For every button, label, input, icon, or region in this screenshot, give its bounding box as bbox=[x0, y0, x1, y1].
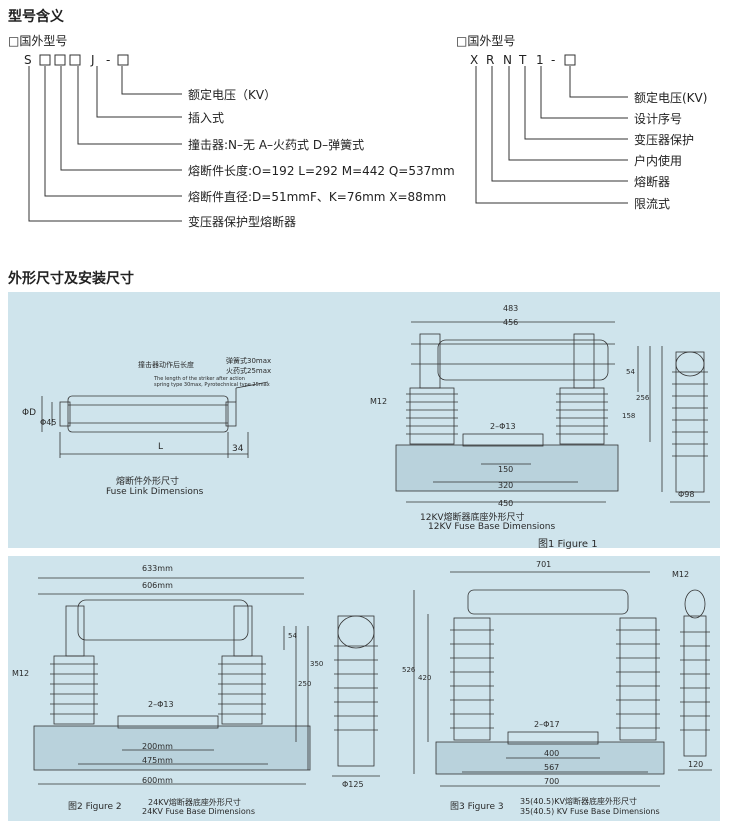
right-code-R: R bbox=[486, 53, 496, 67]
left-item-length: 熔断件长度:O=192 L=292 M=442 Q=537mm bbox=[188, 164, 455, 178]
dim-phi-D: ΦD bbox=[22, 408, 37, 418]
fuse-link-caption-en: Fuse Link Dimensions bbox=[106, 487, 204, 497]
dim-600mm: 600mm bbox=[142, 776, 173, 785]
dim-256: 256 bbox=[636, 394, 650, 402]
dim-200mm: 200mm bbox=[142, 742, 173, 751]
figure1-label: 图1 Figure 1 bbox=[538, 539, 598, 550]
striker-note-en1: The length of the striker after action bbox=[154, 376, 245, 382]
bolt-m12-fig2: M12 bbox=[12, 669, 30, 678]
figure1-panel: 撞击器动作后长度 弹簧式30max 火药式25max The length of… bbox=[8, 292, 720, 550]
base35-caption-en: 35(40.5) KV Fuse Base Dimensions bbox=[520, 807, 660, 816]
dim-phi-45: Φ45 bbox=[40, 418, 57, 427]
dim-150: 150 bbox=[498, 465, 514, 474]
right-item-transformer: 变压器保护 bbox=[634, 133, 695, 147]
model-code-diagram bbox=[28, 54, 628, 222]
base24-caption-cn: 24KV熔断器底座外形尺寸 bbox=[148, 798, 241, 807]
left-item-voltage: 额定电压（KV） bbox=[188, 88, 277, 102]
striker-note-cn: 撞击器动作后长度 bbox=[138, 361, 194, 369]
dimensions-title: 外形尺寸及安装尺寸 bbox=[8, 271, 134, 287]
right-item-voltage: 额定电压(KV) bbox=[634, 91, 708, 105]
bolt-m12-fig3: M12 bbox=[672, 570, 690, 579]
left-code-dash: - bbox=[106, 53, 112, 67]
base12-caption-cn: 12KV熔断器底座外形尺寸 bbox=[420, 513, 525, 523]
dim-633mm: 633mm bbox=[142, 564, 173, 573]
dim-483: 483 bbox=[503, 304, 519, 313]
striker-powder-cn: 火药式25max bbox=[226, 367, 272, 375]
dim-L: L bbox=[158, 442, 164, 452]
right-item-design: 设计序号 bbox=[634, 112, 683, 126]
right-item-fuse: 熔断器 bbox=[634, 175, 671, 189]
left-item-diameter: 熔断件直径:D=51mmF、K=76mm X=88mm bbox=[188, 190, 447, 204]
dim-34: 34 bbox=[232, 444, 244, 454]
holes-fig2: 2–Φ13 bbox=[148, 700, 174, 709]
left-code-J: J bbox=[91, 53, 96, 67]
fuse-link-caption-cn: 熔断件外形尺寸 bbox=[116, 477, 180, 487]
right-code-dash: - bbox=[551, 53, 557, 67]
base12-caption-en: 12KV Fuse Base Dimensions bbox=[428, 522, 556, 532]
dim-526: 526 bbox=[402, 666, 416, 674]
base35-caption-cn: 35(40.5)KV熔断器底座外形尺寸 bbox=[520, 797, 637, 806]
bolt-m12-fig1: M12 bbox=[370, 397, 388, 406]
left-model-heading: □国外型号 bbox=[8, 34, 68, 48]
dim-567: 567 bbox=[544, 763, 560, 772]
dim-120: 120 bbox=[688, 760, 704, 769]
striker-spring-cn: 弹簧式30max bbox=[226, 357, 272, 365]
right-item-current-limiting: 限流式 bbox=[634, 197, 671, 211]
dim-250: 250 bbox=[298, 680, 312, 688]
dim-475mm: 475mm bbox=[142, 756, 173, 765]
left-item-plugin: 插入式 bbox=[188, 111, 225, 125]
left-item-type: 变压器保护型熔断器 bbox=[188, 215, 297, 229]
holes-fig3: 2–Φ17 bbox=[534, 720, 560, 729]
dim-450: 450 bbox=[498, 499, 514, 508]
figure2-label: 图2 Figure 2 bbox=[68, 802, 122, 812]
base24-caption-en: 24KV Fuse Base Dimensions bbox=[142, 807, 256, 816]
dim-54-fig1: 54 bbox=[626, 368, 635, 376]
figure3-label: 图3 Figure 3 bbox=[450, 802, 504, 812]
dim-606mm: 606mm bbox=[142, 581, 173, 590]
dim-350: 350 bbox=[310, 660, 324, 668]
dim-320: 320 bbox=[498, 481, 514, 490]
right-code-T: T bbox=[519, 53, 528, 67]
figure23-drawing bbox=[33, 571, 712, 787]
model-meaning-title: 型号含义 bbox=[8, 9, 64, 25]
dim-400: 400 bbox=[544, 749, 560, 758]
striker-note-en2: spring type 30max, Pyrotechnical type 25… bbox=[154, 382, 270, 388]
holes-fig1: 2–Φ13 bbox=[490, 422, 516, 431]
left-code-S: S bbox=[24, 53, 33, 67]
dim-420: 420 bbox=[418, 674, 432, 682]
right-model-heading: □国外型号 bbox=[456, 34, 516, 48]
right-code-N: N bbox=[503, 53, 513, 67]
figure23-panel: 633mm 606mm M12 2–Φ13 200mm 475mm 600mm … bbox=[8, 556, 720, 821]
dim-456: 456 bbox=[503, 318, 519, 327]
dim-700: 700 bbox=[544, 777, 560, 786]
dim-158: 158 bbox=[622, 412, 636, 420]
right-code-1: 1 bbox=[536, 53, 545, 67]
figure1-drawing bbox=[41, 321, 710, 503]
left-item-striker: 撞击器:N–无 A–火药式 D–弹簧式 bbox=[188, 138, 365, 152]
dim-phi-98: Φ98 bbox=[678, 490, 695, 499]
right-item-indoor: 户内使用 bbox=[634, 154, 683, 168]
dim-701: 701 bbox=[536, 560, 552, 569]
dim-phi-125: Φ125 bbox=[342, 780, 364, 789]
right-code-X: X bbox=[470, 53, 480, 67]
dim-54-fig2: 54 bbox=[288, 632, 297, 640]
